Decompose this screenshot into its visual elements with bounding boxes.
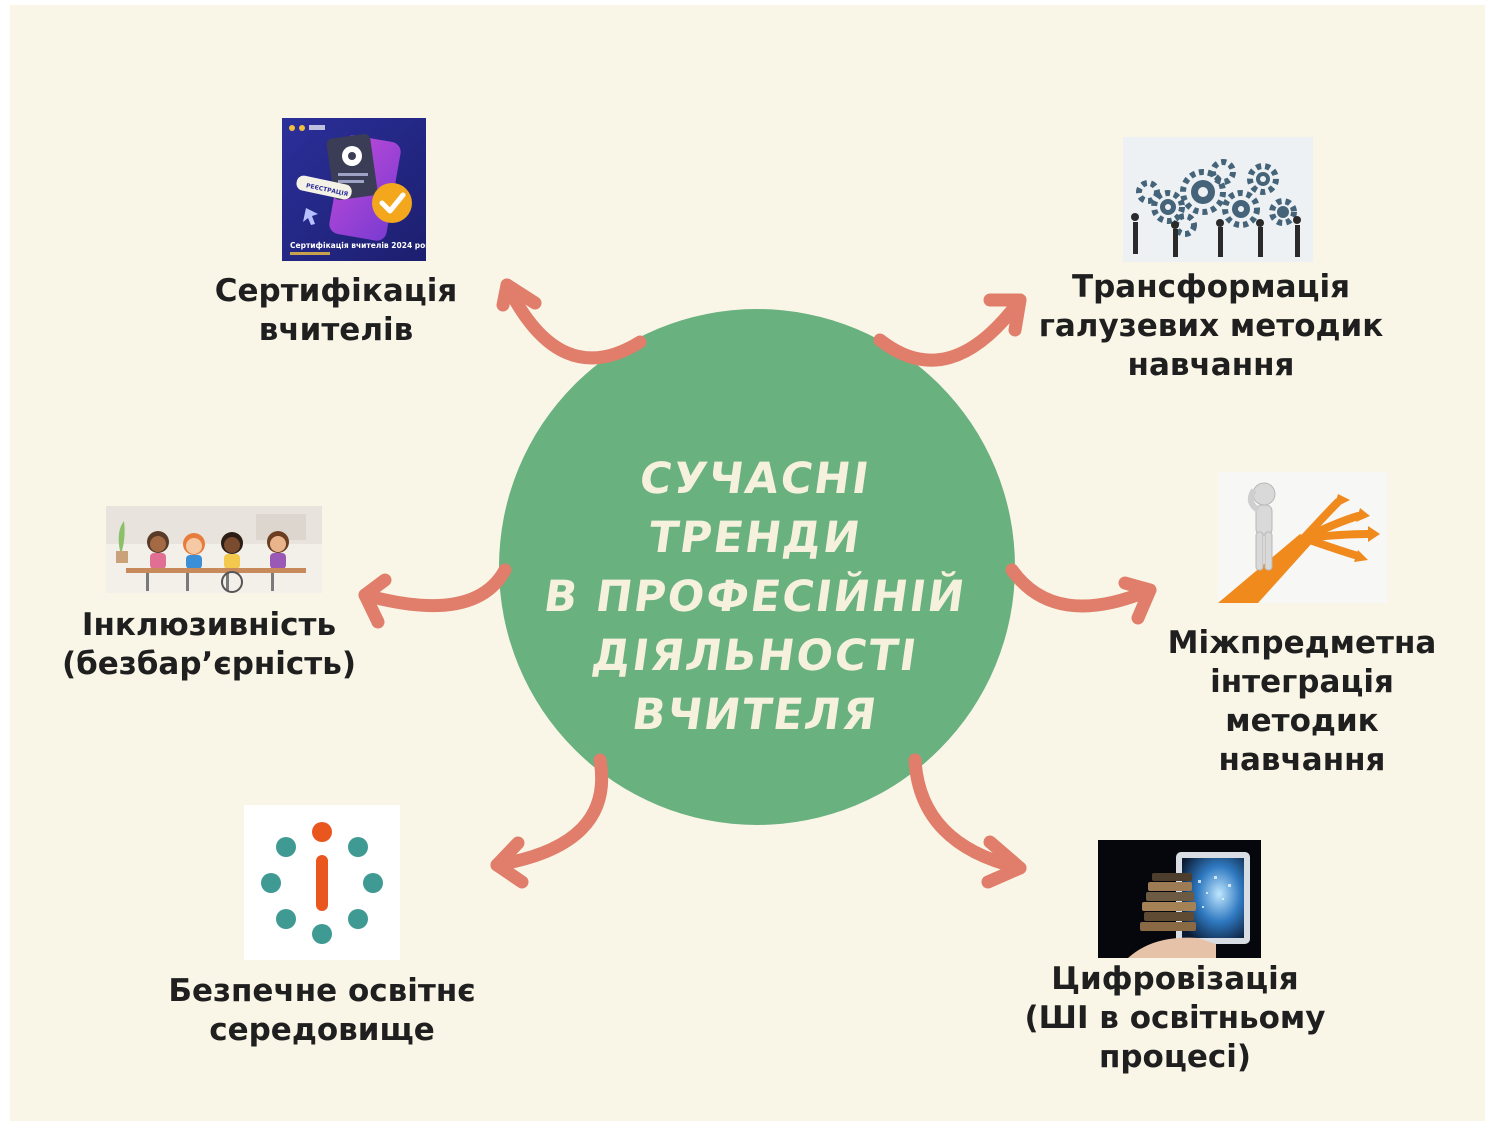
center-title-line: ДІЯЛЬНОСТІ — [588, 631, 922, 681]
poster-caption: Сертифікація вчителів 2024 року — [290, 241, 426, 250]
label-line: (ШІ в освітньому — [1024, 1000, 1326, 1036]
arrow-to-integration — [1005, 563, 1157, 625]
label-inclusion: Інклюзивність (безбар’єрність) — [50, 606, 368, 684]
label-line: Інклюзивність — [81, 607, 337, 643]
label-line: середовище — [209, 1012, 435, 1048]
label-line: (безбар’єрність) — [61, 646, 357, 682]
label-line: Міжпредметна — [1167, 625, 1437, 661]
kids-image — [106, 506, 322, 593]
label-line: Трансформація — [1071, 269, 1351, 305]
label-line: методик — [1225, 703, 1379, 739]
label-line: процесі) — [1098, 1039, 1252, 1075]
label-certification: Сертифікація вчителів — [186, 272, 486, 350]
arrow-to-digital — [908, 753, 1027, 889]
label-line: Сертифікація — [214, 273, 458, 309]
arrow-to-certification — [496, 278, 647, 365]
arrow-to-inclusion — [358, 563, 512, 629]
label-line: навчання — [1218, 742, 1386, 778]
label-line: галузевих методик — [1038, 308, 1384, 344]
arrow-to-transformation — [873, 293, 1027, 367]
label-integration: Міжпредметна інтеграція методик навчання — [1150, 624, 1454, 780]
label-line: Безпечне освітнє — [168, 973, 476, 1009]
certification-image: РЕЄСТРАЦІЯ Сертифікація вчителів 2024 ро… — [282, 118, 426, 261]
label-safety: Безпечне освітнє середовище — [150, 972, 494, 1050]
label-line: навчання — [1127, 347, 1295, 383]
crossroads-image — [1218, 472, 1387, 603]
center-circle — [499, 309, 1015, 825]
label-line: інтеграція — [1210, 664, 1394, 700]
center-title-line: В ПРОФЕСІЙНІЙ — [540, 572, 970, 622]
digital-books-image — [1098, 840, 1261, 958]
safety-logo-image — [244, 805, 400, 960]
label-digital: Цифровізація (ШІ в освітньому процесі) — [1010, 960, 1340, 1077]
gears-image — [1123, 137, 1313, 262]
center-title: СУЧАСНІ ТРЕНДИ В ПРОФЕСІЙНІЙ ДІЯЛЬНОСТІ … — [540, 450, 970, 745]
center-title-line: ВЧИТЕЛЯ — [629, 690, 882, 740]
label-line: Цифровізація — [1051, 961, 1299, 997]
label-line: вчителів — [258, 312, 414, 348]
label-transformation: Трансформація галузевих методик навчання — [1020, 268, 1402, 385]
arrow-to-safety — [490, 753, 609, 889]
center-title-line: СУЧАСНІ — [636, 454, 874, 504]
center-title-line: ТРЕНДИ — [645, 513, 865, 563]
